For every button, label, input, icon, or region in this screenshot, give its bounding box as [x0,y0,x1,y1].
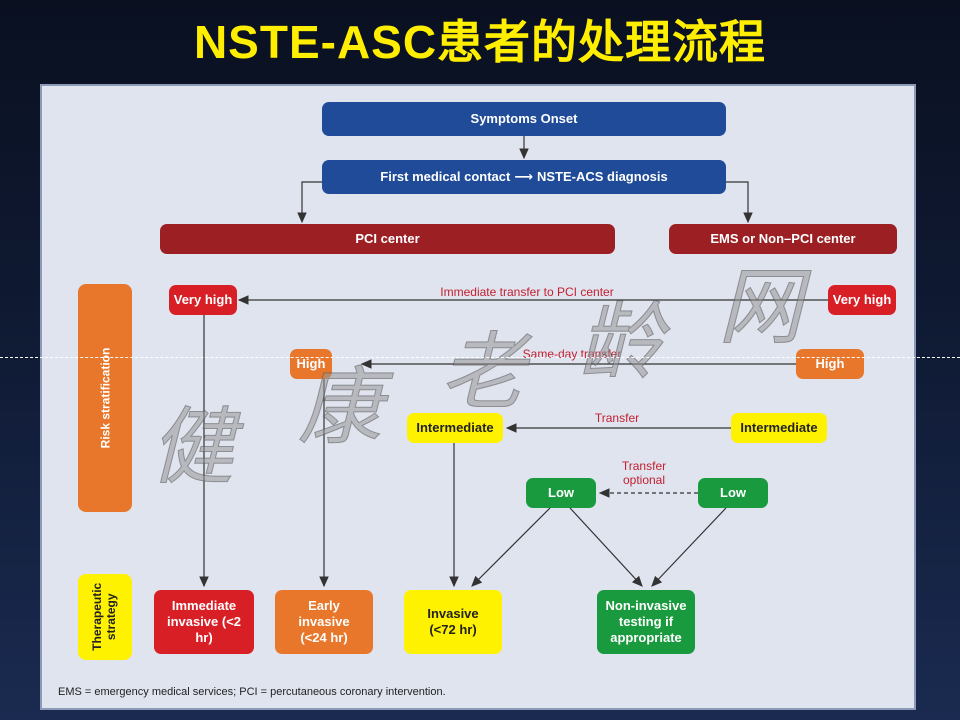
right-low-box: Low [698,478,768,508]
watermark-char-1: 健 [149,398,235,497]
watermark-char-4: 龄 [577,293,663,392]
right-very-high-label: Very high [832,291,892,307]
watermark-char-3: 老 [439,323,525,422]
pci-center-label: PCI center [355,230,420,246]
watermark-char-2: 康 [297,358,383,457]
slide-title: NSTE-ASC患者的处理流程 [193,16,767,68]
right-very-high-box: Very high [828,285,896,315]
left-very-high-label: Very high [173,291,233,307]
left-low-box: Low [526,478,596,508]
first-contact-box: First medical contact ⟶ NSTE-ACS diagnos… [322,160,726,194]
ems-center-label: EMS or Non–PCI center [710,230,856,246]
therapeutic-strategy-bar: Therapeutic strategy [78,574,132,660]
early-invasive-label: Early invasive (<24 hr) [298,597,350,646]
left-intermediate-label: Intermediate [416,419,494,435]
noninvasive-box: Non-invasive testing if appropriate [597,590,695,654]
immediate-transfer-label: Immediate transfer to PCI center [440,285,614,299]
diagnosis-label: NSTE-ACS diagnosis [536,168,668,184]
right-intermediate-label: Intermediate [740,419,818,435]
symptoms-onset-label: Symptoms Onset [470,110,578,126]
transfer-label: Transfer [594,411,640,425]
invasive-label: Invasive (<72 hr) [427,605,479,637]
first-contact-label: First medical contact [380,168,511,184]
invasive-box: Invasive (<72 hr) [404,590,502,654]
pci-center-box: PCI center [160,224,615,254]
watermark-char-5: 网 [717,258,803,357]
symptoms-onset-box: Symptoms Onset [322,102,726,136]
immediate-invasive-box: Immediate invasive (<2 hr) [154,590,254,654]
guide-line [0,357,960,358]
left-high-box: High [290,349,332,379]
right-high-label: High [815,355,845,371]
right-low-label: Low [720,484,746,500]
arrow-right-icon: ⟶ [514,168,533,184]
footnote: EMS = emergency medical services; PCI = … [58,686,446,698]
flowchart-panel: Symptoms Onset First medical contact ⟶ N… [40,84,916,710]
noninvasive-label: Non-invasive testing if appropriate [605,597,687,646]
immediate-invasive-label: Immediate invasive (<2 hr) [166,597,242,646]
ems-center-box: EMS or Non–PCI center [669,224,897,254]
left-high-label: High [296,355,326,371]
connector-arrows [199,136,828,588]
left-low-label: Low [548,484,574,500]
risk-stratification-bar: Risk stratification [78,284,132,512]
left-intermediate-box: Intermediate [407,413,503,443]
early-invasive-box: Early invasive (<24 hr) [275,590,373,654]
left-very-high-box: Very high [169,285,237,315]
right-high-box: High [796,349,864,379]
transfer-optional-label: Transfer optional [621,459,667,487]
right-intermediate-box: Intermediate [731,413,827,443]
